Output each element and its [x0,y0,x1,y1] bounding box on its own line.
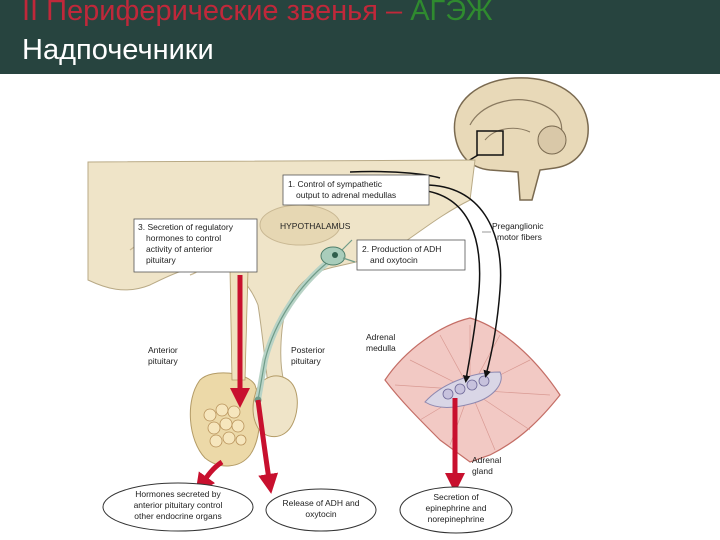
adrenal-medulla-label-line2: medulla [366,343,396,353]
title-red-part: II Периферические звенья – [22,0,411,27]
inset-highlight-box [476,130,504,156]
label-3-line3: activity of anterior [146,244,213,254]
brain-inset [447,77,589,201]
posterior-pituitary-label-line2: pituitary [291,356,322,366]
label-2-box: 2. Production of ADH and oxytocin [356,239,466,271]
output-1-line1: Hormones secreted by [135,489,221,499]
label-2-line1: 2. Production of ADH [362,244,441,254]
title-green-part: АГЭЖ [410,0,493,27]
anterior-pituitary-label-line1: Anterior [148,345,178,355]
output-oval-3: Secretion of epinephrine and norepinephr… [399,486,513,534]
adrenal-gland-shape [384,317,561,463]
output-3-line2: epinephrine and [426,503,487,513]
anterior-pituitary-label-line2: pituitary [148,356,179,366]
label-1-line1: 1. Control of sympathetic [288,179,383,189]
preganglionic-label-line1: Preganglionic [492,221,544,231]
output-3-line3: norepinephrine [428,514,485,524]
slide-title-line1: II Периферические звенья – АГЭЖ [22,0,493,28]
label-1-line2: output to adrenal medullas [296,190,396,200]
preganglionic-fibers [349,170,502,383]
label-3-box: 3. Secretion of regulatory hormones to c… [133,218,258,273]
posterior-pituitary-shape [252,375,298,438]
output-1-line3: other endocrine organs [134,511,221,521]
anterior-pituitary-shape [189,269,261,467]
output-3-line1: Secretion of [433,492,479,502]
red-secretion-arrows [195,275,465,494]
adrenal-gland-label-line2: gland [472,466,493,476]
label-3-line4: pituitary [146,255,177,265]
slide-header: II Периферические звенья – АГЭЖ Надпочеч… [0,0,720,74]
output-2-line1: Release of ADH and [282,498,359,508]
output-2-line2: oxytocin [305,509,336,519]
label-3-line2: hormones to control [146,233,221,243]
neurosecretory-neuron [254,239,356,404]
adrenal-regulation-diagram: 1. Control of sympathetic output to adre… [87,77,589,534]
preganglionic-label-line2: motor fibers [497,232,542,242]
posterior-pituitary-label-line1: Posterior [291,345,325,355]
label-2-line2: and oxytocin [370,255,418,265]
label-1-box: 1. Control of sympathetic output to adre… [282,174,430,206]
output-oval-1: Hormones secreted by anterior pituitary … [102,482,254,532]
output-1-line2: anterior pituitary control [134,500,223,510]
hypothalamus-label: HYPOTHALAMUS [280,221,351,231]
label-3-line1: 3. Secretion of regulatory [138,222,234,232]
adrenal-gland-label-line1: Adrenal [472,455,501,465]
output-oval-2: Release of ADH and oxytocin [265,488,377,532]
adrenal-medulla-label-line1: Adrenal [366,332,395,342]
slide-title-line2: Надпочечники [22,34,214,66]
